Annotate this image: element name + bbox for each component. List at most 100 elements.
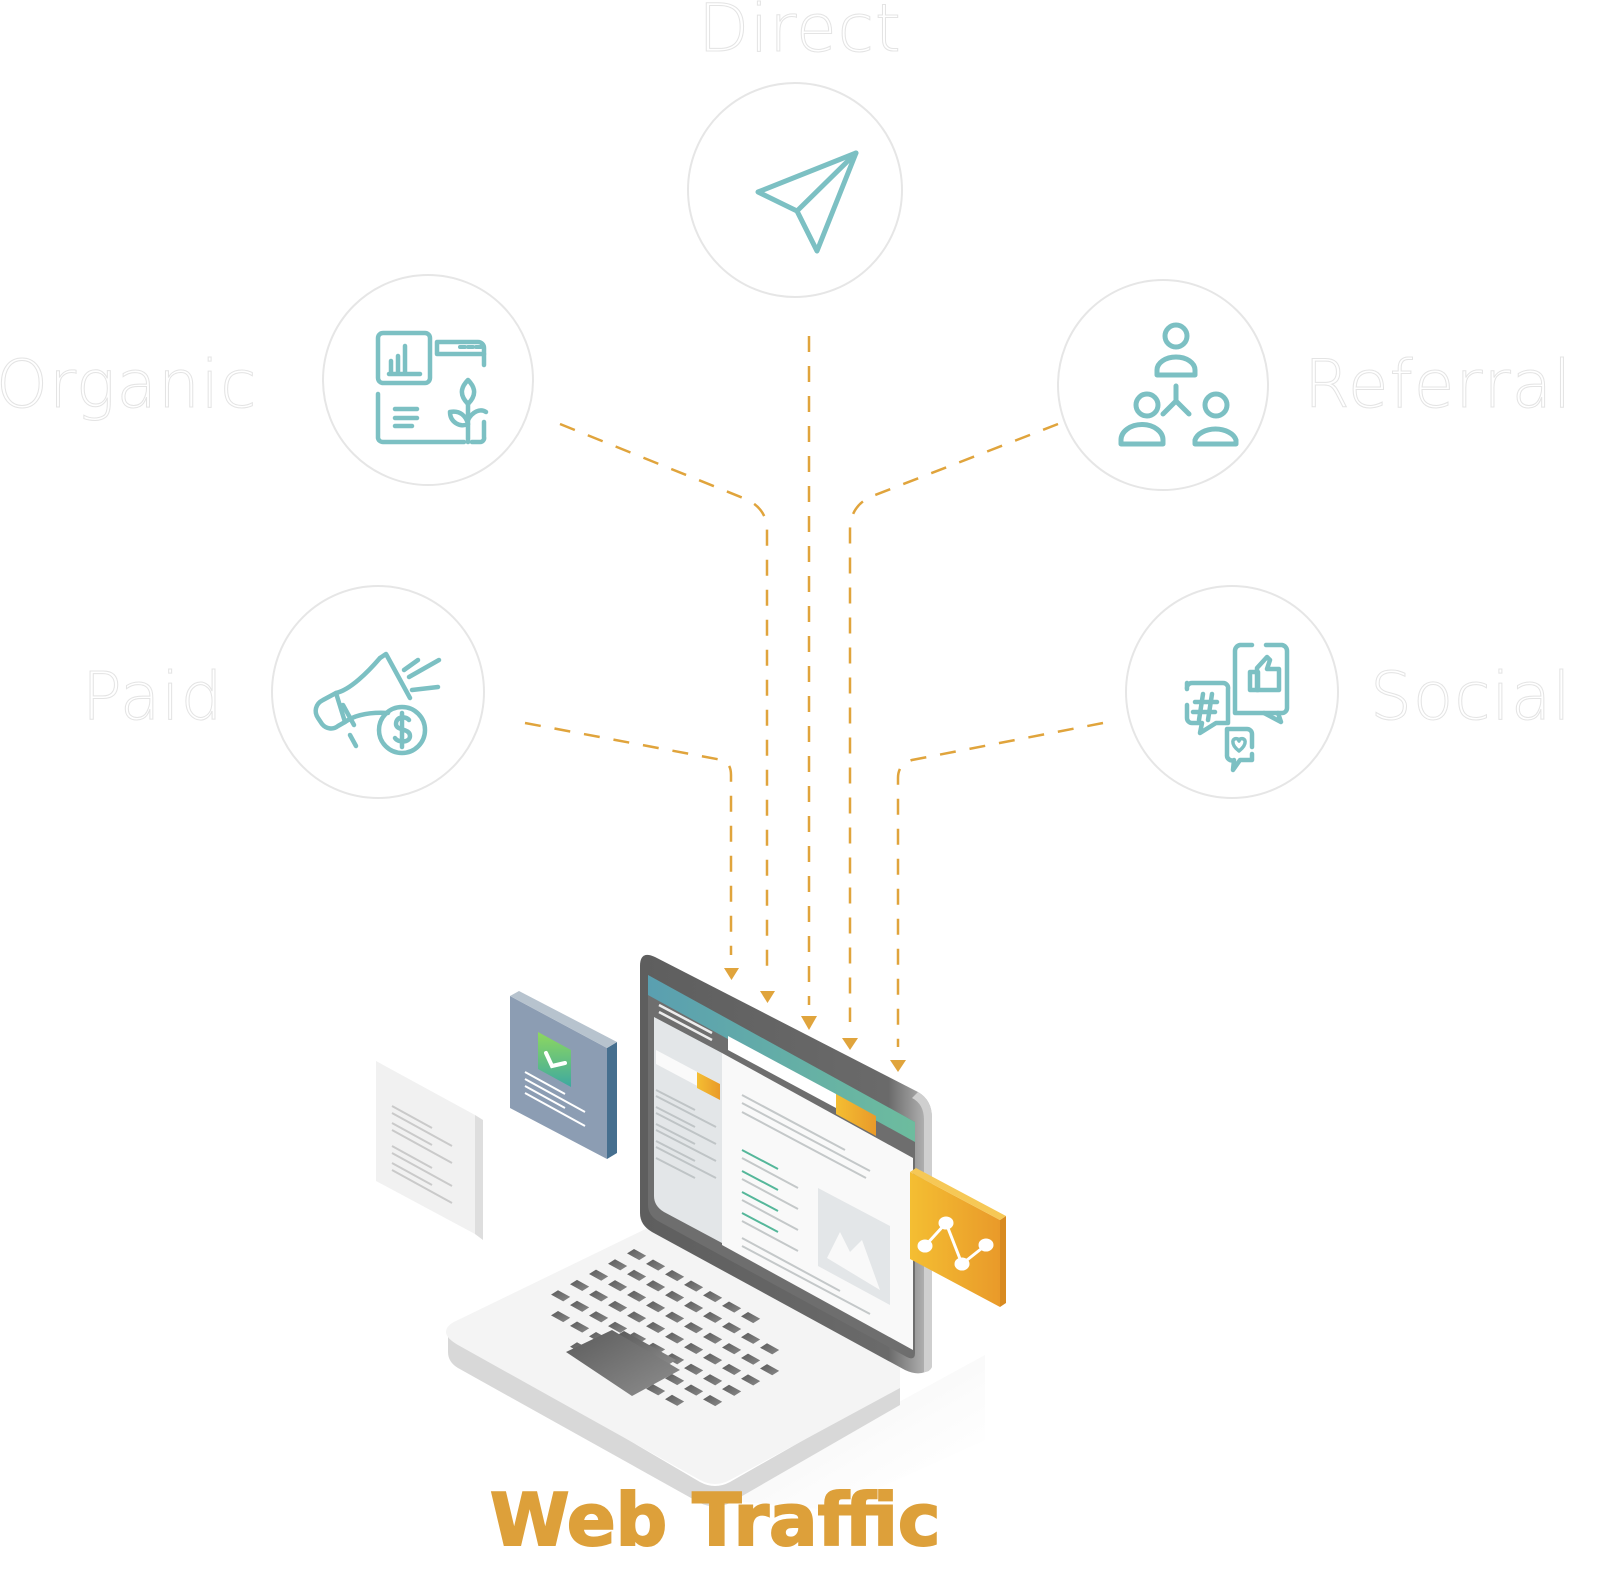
keyboard-key [703,1291,723,1303]
keyboard-key [646,1321,666,1334]
keyboard-key [608,1321,628,1333]
page-title: Web Traffic [489,1477,942,1563]
source-direct [687,82,903,298]
trackpad [566,1330,680,1396]
keyboard-key [627,1311,647,1323]
keyboard-key [627,1332,647,1344]
keyboard-key [684,1363,704,1375]
sidebar-title-lines [658,1003,713,1042]
source-organic [322,274,534,486]
keyboard-key [646,1384,666,1396]
source-social [1125,585,1339,799]
flow-line-referral [848,422,1059,1022]
keyboard-key [722,1301,742,1313]
keyboard-key [722,1363,742,1376]
keyboard-key [741,1332,761,1344]
keyboard-spacebar [616,1331,676,1365]
keyboard-key [589,1290,609,1302]
label-paid: Paid [82,658,224,735]
keyboard-key [627,1249,647,1261]
keyboard-key [646,1280,666,1292]
arrowhead-social [890,1060,906,1072]
document-lines [391,1105,453,1204]
keyboard-key [646,1342,666,1354]
keyboard-key [665,1374,685,1386]
keyboard-key [627,1269,647,1281]
content-lines [741,1094,871,1315]
keyboard-key [760,1343,780,1355]
keyboard-key [665,1270,685,1282]
keyboard-key [722,1322,742,1334]
keyboard-key [722,1384,742,1396]
social-circle [1125,585,1339,799]
content-accent-lines [741,1149,779,1233]
keyboard-key [741,1312,761,1324]
flow-line-social [896,721,1104,1047]
keyboard-key [665,1353,685,1365]
keyboard-key [551,1290,571,1302]
paid-circle [271,585,485,799]
analytics-card [910,1168,1006,1307]
label-social: Social [1370,658,1572,735]
arrowhead-referral [842,1038,858,1050]
label-direct: Direct [698,0,902,67]
laptop [376,954,1006,1510]
keyboard-key [684,1384,704,1396]
keyboard-key [608,1300,628,1313]
flow-line-paid [524,721,733,955]
check-badge [538,1032,571,1087]
document-card [376,1061,483,1240]
label-referral: Referral [1303,346,1573,423]
keyboard-key [646,1301,666,1313]
megaphone-dollar-icon [313,651,442,756]
keyboard-key [589,1269,609,1281]
screen-header [648,975,915,1142]
keyboard-key [684,1342,704,1355]
header-badge [836,1094,876,1136]
flow-line-organic [559,422,769,966]
keyboard-key [608,1259,628,1271]
image-mountain [827,1232,880,1290]
line-chart-icon [917,1216,994,1271]
referral-network-icon [1118,322,1239,447]
source-referral [1057,279,1269,491]
keyboard-key [703,1332,723,1344]
keyboard-key [741,1374,761,1386]
check-icon [544,1051,567,1069]
social-bubbles-icon [1184,642,1290,773]
keyboard-key [703,1353,723,1365]
keyboard-key [703,1374,723,1386]
sidebar-lines [655,1089,717,1179]
keyboard-key [608,1280,628,1292]
keyboard-key [760,1364,780,1376]
direct-circle [687,82,903,298]
keyboard-key [741,1353,761,1365]
keyboard-key [703,1311,723,1323]
check-card-lines [524,1071,586,1127]
arrowhead-direct [801,1016,817,1030]
keyboard-key [703,1395,723,1407]
keyboard-key [665,1394,685,1406]
keyboard-key [684,1322,704,1334]
keyboard-key [665,1332,685,1344]
check-card [510,991,617,1159]
keyboard-key [570,1300,590,1312]
arrowhead-paid [724,968,739,980]
keyboard-key [570,1279,590,1292]
seo-growth-icon [375,330,489,445]
flow-lines [524,336,1104,1047]
keyboard-key [627,1290,647,1302]
keyboard-key [684,1301,704,1313]
flow-arrowheads [724,968,906,1072]
keyboard-key [570,1321,590,1333]
keyboard-key [665,1290,685,1302]
keyboard-key [722,1343,742,1355]
keyboard-key [551,1311,571,1323]
label-organic: Organic [0,346,258,423]
source-paid [271,585,485,799]
keyboard-key [589,1311,609,1323]
sidebar-badge [697,1072,720,1100]
search-bar [728,1036,836,1108]
paper-plane-icon [755,150,859,254]
